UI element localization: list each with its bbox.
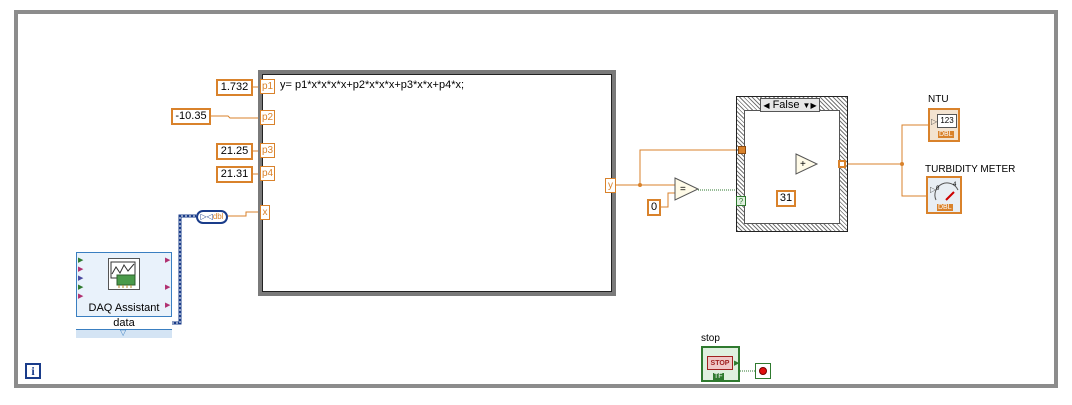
formula-node-inner: [262, 74, 612, 292]
p2-terminal[interactable]: p2: [260, 110, 275, 125]
daq-assistant-label: DAQ Assistant: [88, 302, 160, 314]
daq-expand-handle[interactable]: [76, 329, 172, 338]
zero-constant[interactable]: 0: [647, 199, 661, 216]
dropdown-arrow-icon[interactable]: ▼▶: [802, 101, 817, 110]
add-node[interactable]: +: [795, 153, 819, 175]
case-output-tunnel: [838, 160, 846, 168]
stop-button-face: STOP: [707, 356, 733, 370]
daq-card-icon: [108, 258, 140, 290]
case-selector-terminal[interactable]: ?: [736, 196, 746, 206]
iteration-terminal[interactable]: i: [25, 363, 41, 379]
svg-text:▷: ▷: [930, 185, 937, 194]
thirty-one-constant[interactable]: 31: [776, 190, 796, 207]
formula-expression[interactable]: y= p1*x*x*x*x+p2*x*x*x+p3*x*x+p4*x;: [280, 79, 465, 91]
meter-type-badge: DBL: [937, 204, 953, 211]
stop-button-terminal[interactable]: STOP TF ▶: [701, 346, 740, 382]
p1-terminal[interactable]: p1: [260, 79, 275, 94]
p3-terminal[interactable]: p3: [260, 143, 275, 158]
decrement-arrow-icon[interactable]: ◀: [763, 101, 770, 110]
loop-condition-terminal[interactable]: [755, 363, 771, 379]
gauge-icon: ▷ 0 4: [930, 182, 959, 201]
convert-type: dbl: [212, 212, 224, 221]
convert-from-dynamic-data-node[interactable]: ▷◁dbl: [196, 210, 228, 224]
case-selector-value: False: [772, 99, 800, 111]
ntu-display: 123: [937, 114, 957, 128]
ntu-type-badge: DBL: [938, 131, 954, 138]
stop-label: stop: [701, 333, 720, 344]
p4-terminal[interactable]: p4: [260, 166, 275, 181]
equal-comparison-node[interactable]: =: [674, 177, 700, 201]
daq-data-terminal[interactable]: data: [76, 316, 172, 329]
p3-constant[interactable]: 21.25: [216, 143, 253, 160]
formula-node[interactable]: [258, 70, 616, 296]
while-loop-frame: [14, 10, 1058, 388]
case-selector-label[interactable]: ◀ False ▼▶: [760, 98, 820, 112]
stop-type-badge: TF: [713, 373, 724, 380]
stop-output-arrow-icon: ▶: [734, 360, 740, 367]
y-terminal[interactable]: y: [605, 178, 616, 193]
equal-operator: =: [680, 184, 686, 195]
chevron-down-icon: ▽: [120, 328, 127, 337]
ntu-label: NTU: [928, 94, 949, 105]
p4-constant[interactable]: 21.31: [216, 166, 253, 183]
daq-output-terminals-icon: ▶▶▶: [165, 257, 171, 309]
daq-graph-icon: [110, 261, 136, 288]
ntu-numeric-indicator[interactable]: 123 ▷ DBL: [928, 108, 960, 142]
indicator-arrow-icon: ▷: [931, 117, 938, 126]
svg-text:0: 0: [936, 186, 940, 192]
turbidity-meter-label: TURBIDITY METER: [925, 164, 1016, 175]
stop-condition-icon: [759, 367, 767, 375]
svg-text:4: 4: [953, 182, 957, 188]
x-terminal[interactable]: x: [260, 205, 270, 220]
add-operator: +: [800, 159, 806, 170]
daq-input-terminals-icon: ▶▶▶▶▶: [78, 257, 84, 300]
p2-constant[interactable]: -10.35: [171, 108, 211, 125]
turbidity-meter-indicator[interactable]: ▷ 0 4 DBL: [926, 176, 962, 214]
p1-constant[interactable]: 1.732: [216, 79, 253, 96]
convert-symbol: ▷◁: [200, 212, 213, 221]
case-input-tunnel: [738, 146, 746, 154]
